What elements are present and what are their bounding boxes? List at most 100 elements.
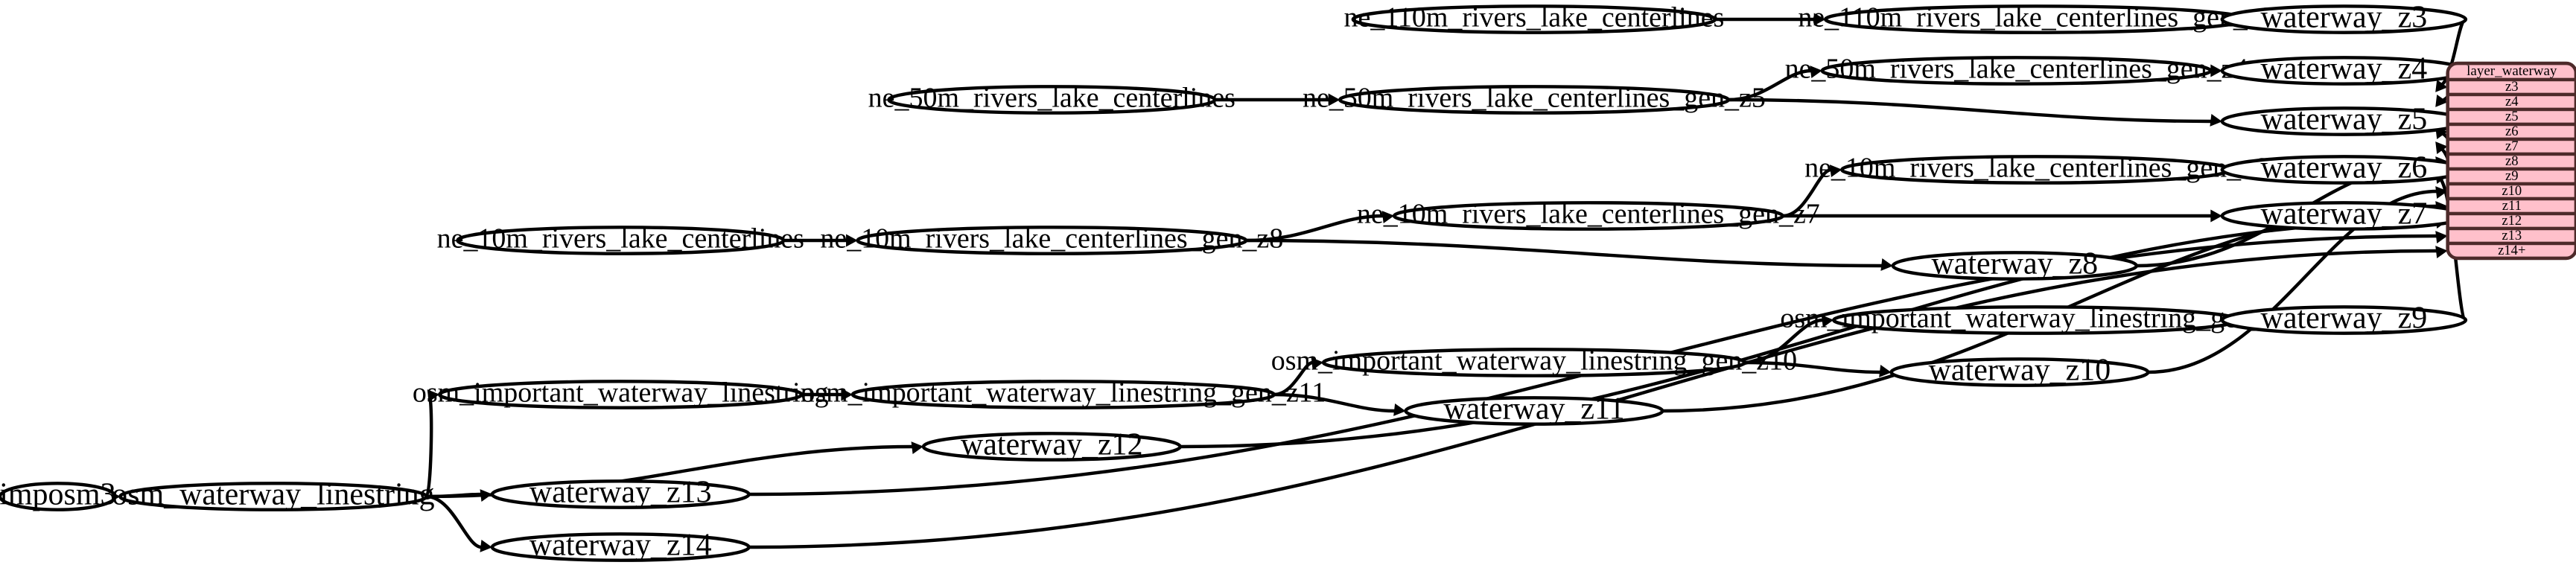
node-shape-waterway_z12 xyxy=(921,432,1182,462)
arrowhead-waterway_z10-to-table_z10 xyxy=(2435,186,2448,200)
arrowhead-osm_important_waterway_linestring_gen_z10-to-osm_important_waterway_linestring_gen_z9 xyxy=(1821,315,1834,328)
node-label-waterway_z14: waterway_z14 xyxy=(529,529,712,563)
table-row-label-z12: z12 xyxy=(2502,213,2522,229)
arrowhead-ne_10m_rivers_lake_centerlines_gen_z8-to-waterway_z8 xyxy=(1880,258,1893,271)
arrowhead-osm_important_waterway_linestring_gen_z11-to-osm_important_waterway_linestring_gen_z10 xyxy=(1311,357,1324,371)
arrowhead-ne_110m_rivers_lake_centerlines-to-ne_110m_rivers_lake_centerlines_gen_z3 xyxy=(1813,13,1826,26)
node-label-waterway_z3: waterway_z3 xyxy=(2261,1,2428,35)
node-label-waterway_z10: waterway_z10 xyxy=(1929,354,2111,388)
node-label-osm_important_waterway_linestring: osm_important_waterway_linestring xyxy=(413,377,829,409)
table-row-label-z14+: z14+ xyxy=(2498,243,2525,258)
table-header-label: layer_waterway xyxy=(2467,63,2557,79)
edge-waterway_z12-to-table_z12 xyxy=(1180,219,2437,449)
node-label-ne_50m_rivers_lake_centerlines_gen_z5: ne_50m_rivers_lake_centerlines_gen_z5 xyxy=(1303,83,1766,114)
node-waterway_z13[interactable]: waterway_z13 xyxy=(490,476,751,510)
edge-osm_important_waterway_linestring_gen_z10-to-waterway_z10 xyxy=(1744,360,1881,374)
layer-waterway-table: layer_waterwayz3z4z5z6z7z8z9z10z11z12z13… xyxy=(2446,61,2576,261)
node-ne_110m_rivers_lake_centerlines_gen_z3[interactable]: ne_110m_rivers_lake_centerlines_gen_z3 xyxy=(1798,2,2274,34)
node-waterway_z8[interactable]: waterway_z8 xyxy=(1891,247,2139,281)
node-waterway_z12[interactable]: waterway_z12 xyxy=(921,428,1182,462)
table-row-label-z6: z6 xyxy=(2505,124,2519,139)
node-shape-waterway_z10 xyxy=(1889,357,2150,387)
node-shape-ne_10m_rivers_lake_centerlines_gen_z7 xyxy=(1392,201,1784,231)
node-waterway_z14[interactable]: waterway_z14 xyxy=(490,529,751,563)
node-label-osm_important_waterway_linestring_gen_z10: osm_important_waterway_linestring_gen_z1… xyxy=(1271,345,1797,377)
table-row-label-z13: z13 xyxy=(2502,228,2522,243)
node-label-osm_important_waterway_linestring_gen_z9: osm_important_waterway_linestring_gen_z9 xyxy=(1780,303,2292,334)
node-osm_important_waterway_linestring_gen_z9[interactable]: osm_important_waterway_linestring_gen_z9 xyxy=(1780,303,2292,335)
node-label-waterway_z4: waterway_z4 xyxy=(2261,52,2428,86)
edge-osm_waterway_linestring-to-waterway_z14 xyxy=(426,494,482,549)
node-label-waterway_z12: waterway_z12 xyxy=(961,428,1143,462)
arrowhead-osm_waterway_linestring-to-waterway_z14 xyxy=(480,539,492,552)
node-label-osm_waterway_linestring: osm_waterway_linestring xyxy=(112,478,434,512)
node-shape-waterway_z3 xyxy=(2220,4,2468,34)
node-shape-ne_110m_rivers_lake_centerlines xyxy=(1351,4,1717,34)
node-ne_50m_rivers_lake_centerlines_gen_z4[interactable]: ne_50m_rivers_lake_centerlines_gen_z4 xyxy=(1785,54,2248,86)
edge-osm_important_waterway_linestring_gen_z11-to-waterway_z11 xyxy=(1273,392,1396,413)
node-label-ne_10m_rivers_lake_centerlines_gen_z6: ne_10m_rivers_lake_centerlines_gen_z6 xyxy=(1804,153,2268,184)
node-ne_50m_rivers_lake_centerlines[interactable]: ne_50m_rivers_lake_centerlines xyxy=(868,83,1235,115)
node-waterway_z10[interactable]: waterway_z10 xyxy=(1889,354,2150,388)
arrowhead-waterway_z7-to-table_z7 xyxy=(2435,141,2448,155)
node-ne_50m_rivers_lake_centerlines_gen_z5[interactable]: ne_50m_rivers_lake_centerlines_gen_z5 xyxy=(1303,83,1766,115)
node-waterway_z5[interactable]: waterway_z5 xyxy=(2220,103,2468,137)
node-shape-imposm3 xyxy=(0,482,117,511)
node-waterway_z7[interactable]: waterway_z7 xyxy=(2220,197,2468,232)
node-shape-ne_50m_rivers_lake_centerlines xyxy=(887,85,1217,115)
node-ne_10m_rivers_lake_centerlines_gen_z7[interactable]: ne_10m_rivers_lake_centerlines_gen_z7 xyxy=(1357,199,1820,231)
node-label-waterway_z8: waterway_z8 xyxy=(1931,247,2098,281)
table-row-label-z7: z7 xyxy=(2505,138,2519,154)
node-shape-osm_important_waterway_linestring_gen_z11 xyxy=(850,380,1276,409)
node-ne_10m_rivers_lake_centerlines_gen_z8[interactable]: ne_10m_rivers_lake_centerlines_gen_z8 xyxy=(820,223,1283,255)
node-shape-waterway_z11 xyxy=(1404,396,1664,426)
node-waterway_z11[interactable]: waterway_z11 xyxy=(1404,392,1664,427)
node-label-ne_110m_rivers_lake_centerlines: ne_110m_rivers_lake_centerlines xyxy=(1344,2,1725,33)
arrowhead-osm_important_waterway_linestring_gen_z10-to-waterway_z10 xyxy=(1879,364,1892,377)
node-waterway_z3[interactable]: waterway_z3 xyxy=(2220,1,2468,35)
node-label-waterway_z9: waterway_z9 xyxy=(2261,301,2428,336)
node-waterway_z6[interactable]: waterway_z6 xyxy=(2220,151,2468,185)
node-osm_important_waterway_linestring_gen_z11[interactable]: osm_important_waterway_linestring_gen_z1… xyxy=(801,377,1326,409)
arrowhead-waterway_z14-to-table_z14+ xyxy=(2435,246,2448,259)
node-shape-ne_50m_rivers_lake_centerlines_gen_z5 xyxy=(1338,85,1730,115)
node-waterway_z9[interactable]: waterway_z9 xyxy=(2220,301,2468,336)
arrowhead-ne_10m_rivers_lake_centerlines_gen_z8-to-ne_10m_rivers_lake_centerlines_gen_z7 xyxy=(1381,211,1395,224)
node-shape-ne_10m_rivers_lake_centerlines_gen_z8 xyxy=(856,226,1248,255)
node-label-ne_10m_rivers_lake_centerlines: ne_10m_rivers_lake_centerlines xyxy=(437,223,804,255)
arrowhead-waterway_z3-to-table_z3 xyxy=(2435,79,2448,92)
edge-ne_10m_rivers_lake_centerlines_gen_z8-to-waterway_z8 xyxy=(1246,238,1883,268)
node-label-waterway_z6: waterway_z6 xyxy=(2261,151,2428,185)
node-imposm3[interactable]: imposm3 xyxy=(0,478,117,512)
node-label-imposm3: imposm3 xyxy=(0,478,115,512)
node-label-waterway_z11: waterway_z11 xyxy=(1443,392,1624,427)
arrowhead-osm_important_waterway_linestring_gen_z11-to-waterway_z11 xyxy=(1393,403,1406,416)
node-shape-waterway_z8 xyxy=(1891,251,2139,281)
node-osm_waterway_linestring[interactable]: osm_waterway_linestring xyxy=(112,478,434,512)
table-outline xyxy=(2446,61,2576,261)
node-shape-waterway_z13 xyxy=(490,479,751,509)
node-ne_110m_rivers_lake_centerlines[interactable]: ne_110m_rivers_lake_centerlines xyxy=(1344,2,1725,34)
arrowhead-waterway_z13-to-table_z13 xyxy=(2435,231,2448,244)
node-waterway_z4[interactable]: waterway_z4 xyxy=(2220,52,2468,86)
edge-ne_50m_rivers_lake_centerlines_gen_z5-to-waterway_z5 xyxy=(1728,98,2212,124)
node-label-ne_50m_rivers_lake_centerlines: ne_50m_rivers_lake_centerlines xyxy=(868,83,1235,114)
arrowhead-osm_waterway_linestring-to-waterway_z13 xyxy=(480,489,492,502)
table-row-z14+[interactable] xyxy=(2447,241,2576,258)
node-osm_important_waterway_linestring[interactable]: osm_important_waterway_linestring xyxy=(413,377,829,409)
edge-waterway_z10-to-table_z10 xyxy=(2148,189,2437,374)
node-label-ne_50m_rivers_lake_centerlines_gen_z4: ne_50m_rivers_lake_centerlines_gen_z4 xyxy=(1785,54,2248,85)
node-osm_important_waterway_linestring_gen_z10[interactable]: osm_important_waterway_linestring_gen_z1… xyxy=(1271,345,1797,377)
edge-layer xyxy=(108,13,2468,552)
node-ne_10m_rivers_lake_centerlines[interactable]: ne_10m_rivers_lake_centerlines xyxy=(437,223,804,255)
arrowhead-osm_waterway_linestring-to-waterway_z12 xyxy=(911,441,924,455)
node-label-ne_110m_rivers_lake_centerlines_gen_z3: ne_110m_rivers_lake_centerlines_gen_z3 xyxy=(1798,2,2274,33)
arrowhead-ne_50m_rivers_lake_centerlines-to-ne_50m_rivers_lake_centerlines_gen_z5 xyxy=(1328,93,1341,106)
node-shape-osm_important_waterway_linestring_gen_z10 xyxy=(1321,348,1747,377)
arrowhead-ne_10m_rivers_lake_centerlines_gen_z7-to-waterway_z7 xyxy=(2210,209,2222,223)
node-shape-waterway_z14 xyxy=(490,532,751,562)
arrowhead-ne_50m_rivers_lake_centerlines_gen_z5-to-ne_50m_rivers_lake_centerlines_gen_z4 xyxy=(1810,66,1822,79)
node-ne_10m_rivers_lake_centerlines_gen_z6[interactable]: ne_10m_rivers_lake_centerlines_gen_z6 xyxy=(1804,153,2268,185)
